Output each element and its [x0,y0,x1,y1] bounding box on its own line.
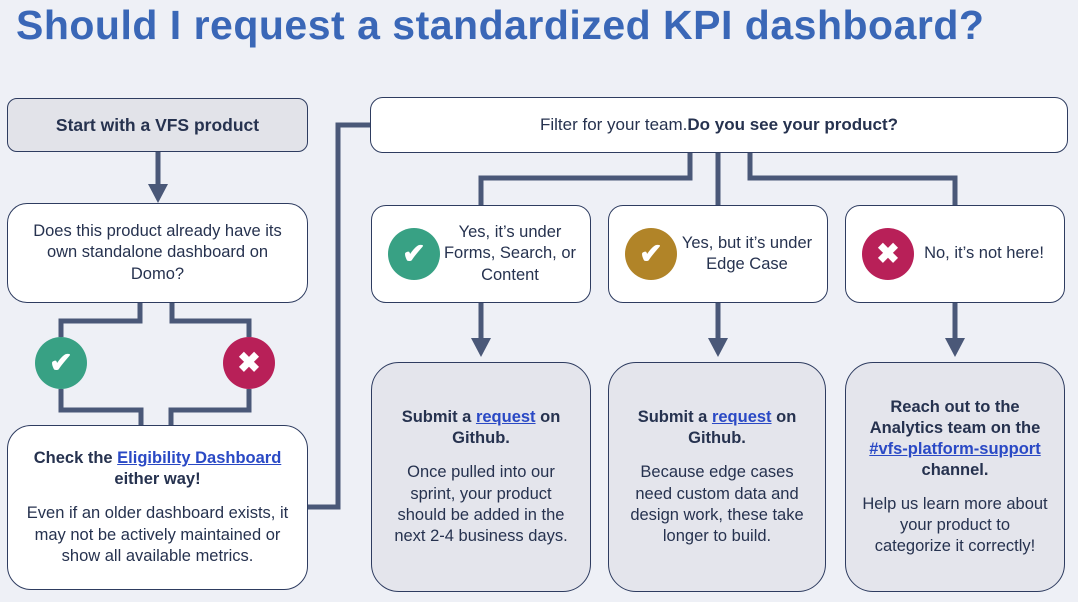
eligibility-body: Even if an older dashboard exists, it ma… [26,504,289,565]
outcome-node-github-standard: Submit a request on Github. Once pulled … [371,362,591,592]
x-icon: ✖ [237,347,261,378]
eligibility-heading-post: either way! [114,470,201,489]
check-icon: ✔ [49,347,73,378]
eligibility-heading-pre: Check the [33,449,118,468]
start-node-label: Start with a VFS product [55,114,260,135]
question-node: Does this product already have its own s… [7,203,308,303]
option-check-badge-gold: ✔ [625,228,677,280]
start-node: Start with a VFS product [7,98,308,152]
outcome-heading-pre: Reach out to the Analytics team on the [869,397,1041,437]
option-label: No, it’s not here! [924,244,1044,263]
eligibility-dashboard-link[interactable]: Eligibility Dashboard [117,449,282,468]
option-node-edge-case: ✔ Yes, but it’s under Edge Case [608,205,828,303]
outcome-heading-post: on Github. [688,408,797,448]
no-badge: ✖ [223,337,275,389]
question-node-label: Does this product already have its own s… [33,222,282,283]
option-check-badge-green: ✔ [388,228,440,280]
outcome-body: Help us learn more about your product to… [862,495,1048,556]
filter-node: Filter for your team. Do you see your pr… [370,97,1068,153]
filter-text-regular: Filter for your team. [539,115,688,135]
check-icon: ✔ [639,238,663,269]
filter-text-bold: Do you see your product? [687,115,898,135]
option-x-badge-red: ✖ [862,228,914,280]
outcome-node-analytics-team: Reach out to the Analytics team on the #… [845,362,1065,592]
outcome-node-github-edge-case: Submit a request on Github. Because edge… [608,362,826,592]
eligibility-result-node: Check the Eligibility Dashboard either w… [7,425,308,590]
option-node-not-here: ✖ No, it’s not here! [845,205,1065,303]
page-title: Should I request a standardized KPI dash… [16,2,985,48]
outcome-body: Because edge cases need custom data and … [630,463,804,545]
yes-badge: ✔ [35,337,87,389]
check-icon: ✔ [402,238,426,269]
option-label: Yes, it’s under Forms, Search, or Conten… [443,223,577,284]
github-request-link[interactable]: request [711,408,772,427]
outcome-heading: Reach out to the Analytics team on the #… [862,397,1048,481]
outcome-heading: Submit a request on Github. [625,407,809,449]
outcome-heading-post: on Github. [452,408,561,448]
x-icon: ✖ [876,238,900,269]
option-label: Yes, but it’s under Edge Case [681,233,813,273]
outcome-heading: Submit a request on Github. [388,407,574,449]
slack-channel-link[interactable]: #vfs-platform-support [869,439,1041,458]
option-node-forms-search-content: ✔ Yes, it’s under Forms, Search, or Cont… [371,205,591,303]
outcome-heading-post: channel. [921,460,989,479]
outcome-body: Once pulled into our sprint, your produc… [394,463,568,545]
eligibility-heading: Check the Eligibility Dashboard either w… [22,448,293,490]
github-request-link[interactable]: request [475,408,536,427]
outcome-heading-pre: Submit a [637,408,712,427]
outcome-heading-pre: Submit a [401,408,476,427]
